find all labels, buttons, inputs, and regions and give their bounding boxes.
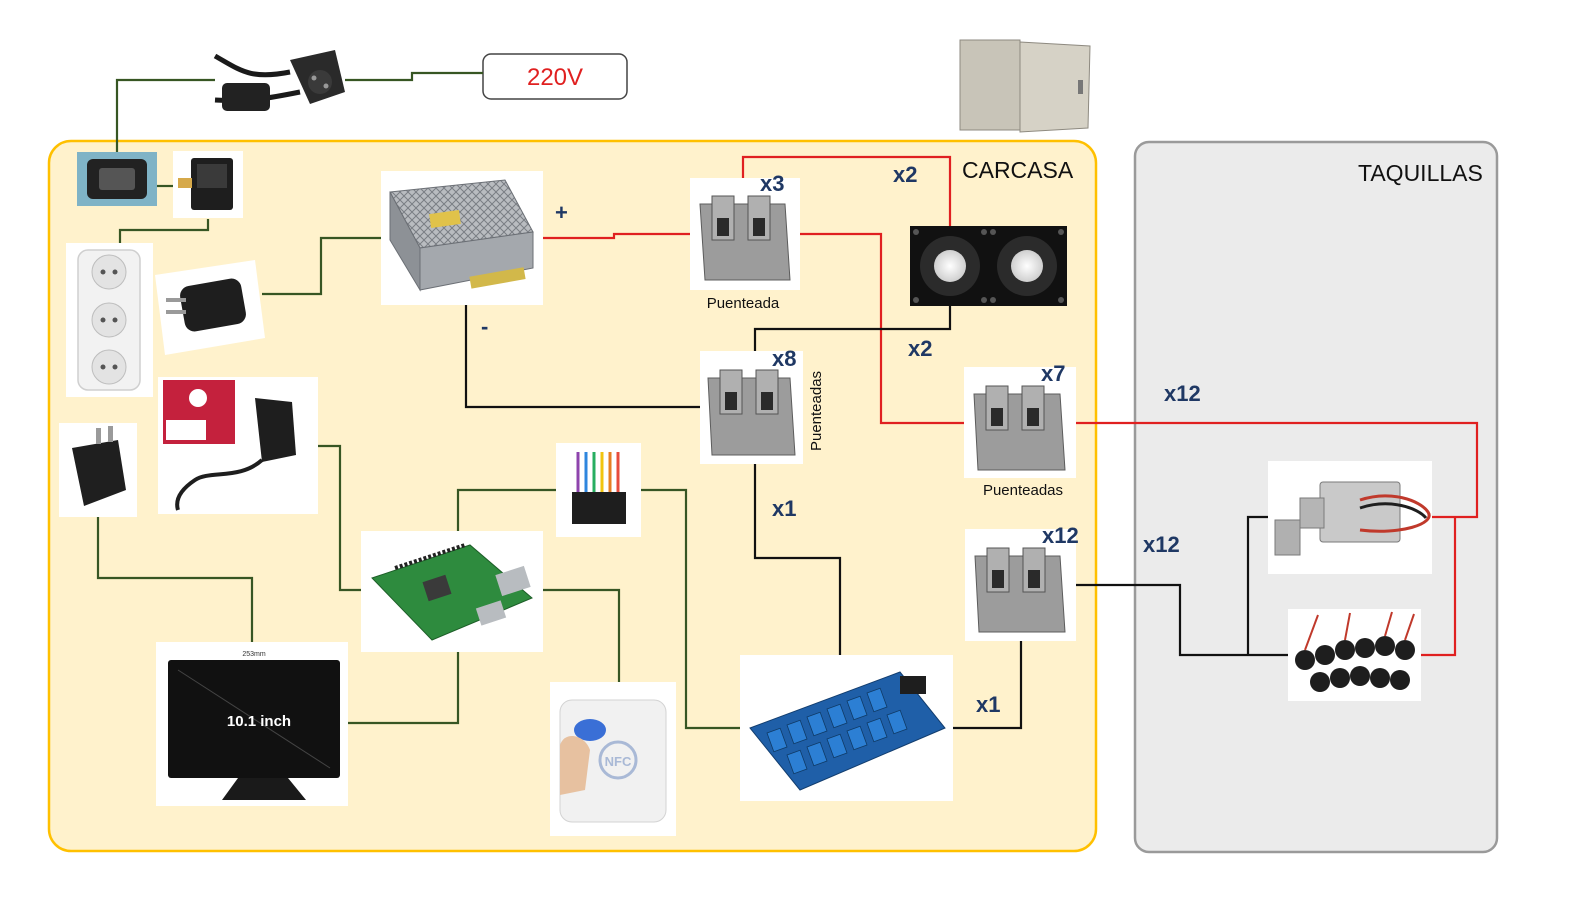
monitor-charger [59,423,137,517]
terminal-x7-note: Puenteadas [983,482,1063,499]
multiplier-lock-red: x12 [1164,381,1201,406]
power-cord [215,50,345,111]
monitor-size-label: 10.1 inch [227,713,291,730]
electric-lock [1268,461,1432,574]
multiplier-lock-black: x12 [1143,532,1180,557]
power-supply-unit [381,171,543,305]
power-label: 220V [527,64,583,91]
terminal-x8-note: Puenteadas [808,371,825,451]
raspberry-pi-board [361,531,543,652]
electrical-cabinet [960,40,1090,132]
rpi-charger [158,377,318,514]
cooling-fans [910,226,1067,306]
power-strip [66,243,153,397]
door-sensors [1288,609,1421,701]
terminal-x3-note: Puenteada [707,295,780,312]
multiplier-terminal-x8: x8 [772,346,796,371]
multiplier-fan-black: x2 [908,336,932,361]
monitor-dimension-label: 253mm [242,651,266,658]
iec-inlet [77,152,157,206]
lockers-label: TAQUILLAS [1358,160,1483,186]
psu-plus-label: + [555,200,568,225]
multiplier-relay-x12: x1 [976,692,1000,717]
nfc-label: NFC [605,754,632,769]
psu-minus-label: - [481,314,488,339]
multiplier-terminal-x12: x12 [1042,523,1079,548]
multiplier-terminal-x3: x3 [760,171,784,196]
multiplier-x8-relay: x1 [772,496,796,521]
jumper-cable [556,443,641,537]
multiplier-terminal-x7: x7 [1041,361,1065,386]
multiplier-fan-red: x2 [893,162,917,187]
enclosure-label: CARCASA [962,157,1074,183]
relay-module [740,655,953,801]
power-switch [173,151,243,218]
psu-plug [155,260,265,355]
